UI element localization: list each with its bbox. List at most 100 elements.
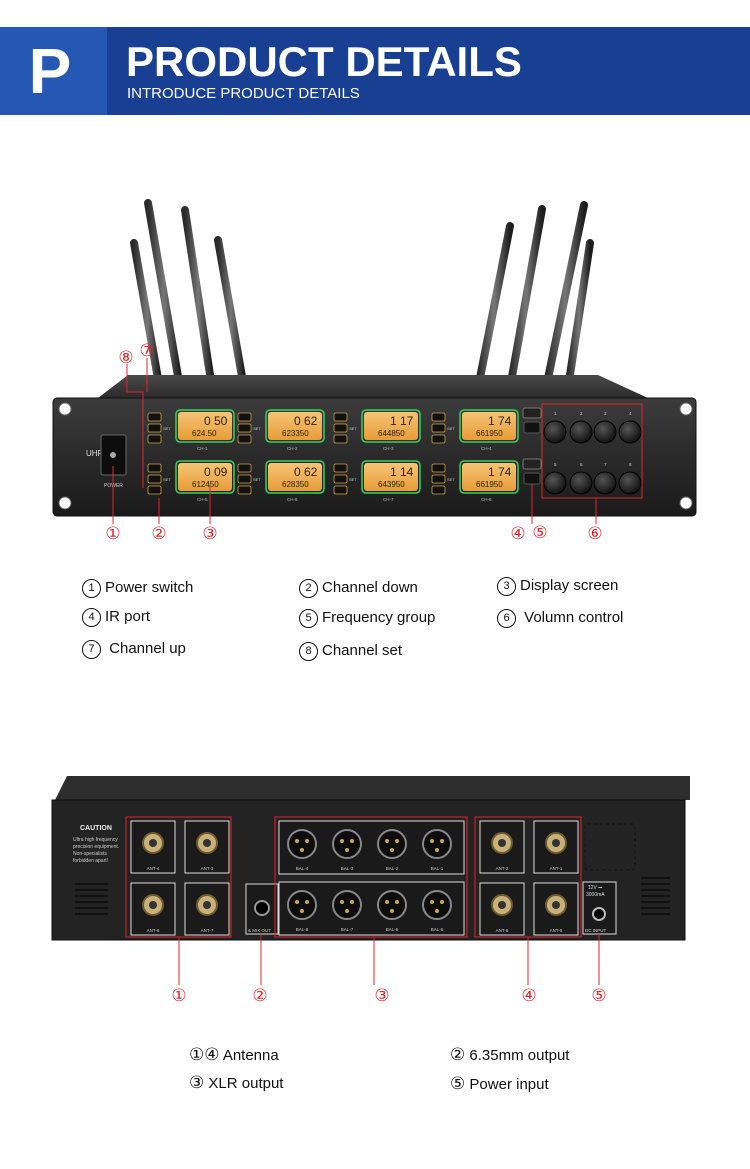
xlr-pin-icon bbox=[345, 848, 349, 852]
frequency-group-button[interactable] bbox=[523, 472, 541, 485]
xlr-connector-icon bbox=[287, 829, 317, 859]
volume-knob[interactable] bbox=[569, 420, 593, 444]
legend-text: Channel down bbox=[322, 579, 418, 596]
channel-button[interactable] bbox=[147, 463, 162, 473]
antenna-label: ANT-4 bbox=[147, 866, 160, 871]
callout-marker: ③ bbox=[202, 524, 217, 543]
channel-label: CH-7 bbox=[383, 497, 394, 502]
display-screen bbox=[462, 412, 516, 440]
dc-jack-icon bbox=[592, 907, 606, 921]
xlr-label: BAL-1 bbox=[431, 866, 444, 871]
antenna bbox=[214, 236, 248, 392]
front-callouts bbox=[112, 358, 643, 524]
bnc-center-icon bbox=[203, 839, 211, 847]
callout-marker: ④ bbox=[510, 524, 525, 543]
caution-line: Ultra high frequency bbox=[73, 837, 118, 843]
channel-button[interactable] bbox=[333, 485, 348, 495]
channel-button[interactable] bbox=[237, 485, 252, 495]
xlr-connector-icon bbox=[287, 890, 317, 920]
brand-label: UHF bbox=[86, 449, 103, 458]
antenna-connector-box bbox=[533, 882, 579, 936]
xlr-pin-icon bbox=[430, 839, 434, 843]
rear-callouts bbox=[125, 816, 600, 985]
xlr-pin-icon bbox=[395, 839, 399, 843]
page-title: PRODUCT DETAILS bbox=[126, 38, 522, 85]
channel-button[interactable] bbox=[237, 434, 252, 444]
caution-line: precision equipment. bbox=[73, 844, 119, 850]
channel-button[interactable] bbox=[333, 412, 348, 422]
xlr-highlight-box bbox=[274, 816, 468, 938]
channel-button[interactable] bbox=[237, 474, 252, 484]
volume-knob[interactable] bbox=[543, 420, 567, 444]
volume-knob[interactable] bbox=[569, 471, 593, 495]
channel-button[interactable] bbox=[333, 423, 348, 433]
xlr-pin-icon bbox=[440, 900, 444, 904]
knob-number: 2 bbox=[580, 411, 583, 416]
channel-button[interactable] bbox=[237, 423, 252, 433]
jack-icon bbox=[254, 900, 270, 916]
channel-button[interactable] bbox=[147, 485, 162, 495]
vent-left bbox=[75, 883, 108, 915]
display-screen bbox=[268, 463, 322, 491]
channel-button[interactable] bbox=[147, 474, 162, 484]
channel-button[interactable] bbox=[431, 423, 446, 433]
volume-knob[interactable] bbox=[593, 420, 617, 444]
callout-marker: ⑤ bbox=[532, 523, 547, 542]
legend-number: ⑤ bbox=[450, 1074, 466, 1093]
channel-button[interactable] bbox=[147, 434, 162, 444]
bnc-center-icon bbox=[149, 839, 157, 847]
legend-number: 4 bbox=[82, 608, 101, 627]
volume-knob[interactable] bbox=[593, 471, 617, 495]
volume-highlight-box bbox=[541, 403, 643, 499]
volume-knob[interactable] bbox=[543, 471, 567, 495]
channel-label: CH-6 bbox=[287, 497, 298, 502]
xlr-pin-icon bbox=[350, 900, 354, 904]
channel-button[interactable] bbox=[431, 463, 446, 473]
xlr-pin-icon bbox=[305, 839, 309, 843]
channel-button[interactable] bbox=[431, 474, 446, 484]
xlr-label: BAL-7 bbox=[341, 927, 354, 932]
lcd-frame bbox=[361, 460, 421, 494]
display-screen bbox=[462, 463, 516, 491]
channel-button[interactable] bbox=[237, 412, 252, 422]
channel-button[interactable] bbox=[237, 463, 252, 473]
channel-label: CH-2 bbox=[287, 446, 298, 451]
legend-text: IR port bbox=[105, 608, 151, 625]
channel-button[interactable] bbox=[147, 412, 162, 422]
frequency-group-button[interactable] bbox=[523, 421, 541, 434]
page-header: P PRODUCT DETAILS INTRODUCE PRODUCT DETA… bbox=[0, 27, 750, 115]
legend-item: ② 6.35mm output bbox=[450, 1046, 569, 1065]
channel-button[interactable] bbox=[333, 474, 348, 484]
bnc-center-icon bbox=[498, 901, 506, 909]
xlr-pin-icon bbox=[340, 900, 344, 904]
channel-number-readout: 0 50 bbox=[204, 414, 228, 428]
antenna bbox=[144, 199, 184, 392]
legend-number: 2 bbox=[299, 579, 318, 598]
channel-button[interactable] bbox=[333, 463, 348, 473]
power-spec-line: 12V ⎓ bbox=[588, 885, 602, 891]
callout-marker: ① bbox=[105, 524, 120, 543]
bnc-center-icon bbox=[552, 839, 560, 847]
xlr-label: BAL-5 bbox=[431, 927, 444, 932]
channel-label: CH-4 bbox=[481, 446, 492, 451]
header-badge-box: P bbox=[0, 27, 107, 115]
volume-knob[interactable] bbox=[618, 471, 642, 495]
display-screen bbox=[178, 463, 232, 491]
channel-button[interactable] bbox=[333, 434, 348, 444]
channel-button[interactable] bbox=[431, 412, 446, 422]
lcd-frame bbox=[175, 460, 235, 494]
xlr-label: BAL-6 bbox=[386, 927, 399, 932]
channel-button[interactable] bbox=[431, 485, 446, 495]
channel-button[interactable] bbox=[431, 434, 446, 444]
channel-label: CH-1 bbox=[197, 446, 208, 451]
channel-button[interactable] bbox=[147, 423, 162, 433]
set-label: SET bbox=[253, 477, 261, 482]
xlr-connector-icon bbox=[332, 829, 362, 859]
display-screen bbox=[364, 463, 418, 491]
xlr-pin-icon bbox=[340, 839, 344, 843]
volume-knob[interactable] bbox=[618, 420, 642, 444]
